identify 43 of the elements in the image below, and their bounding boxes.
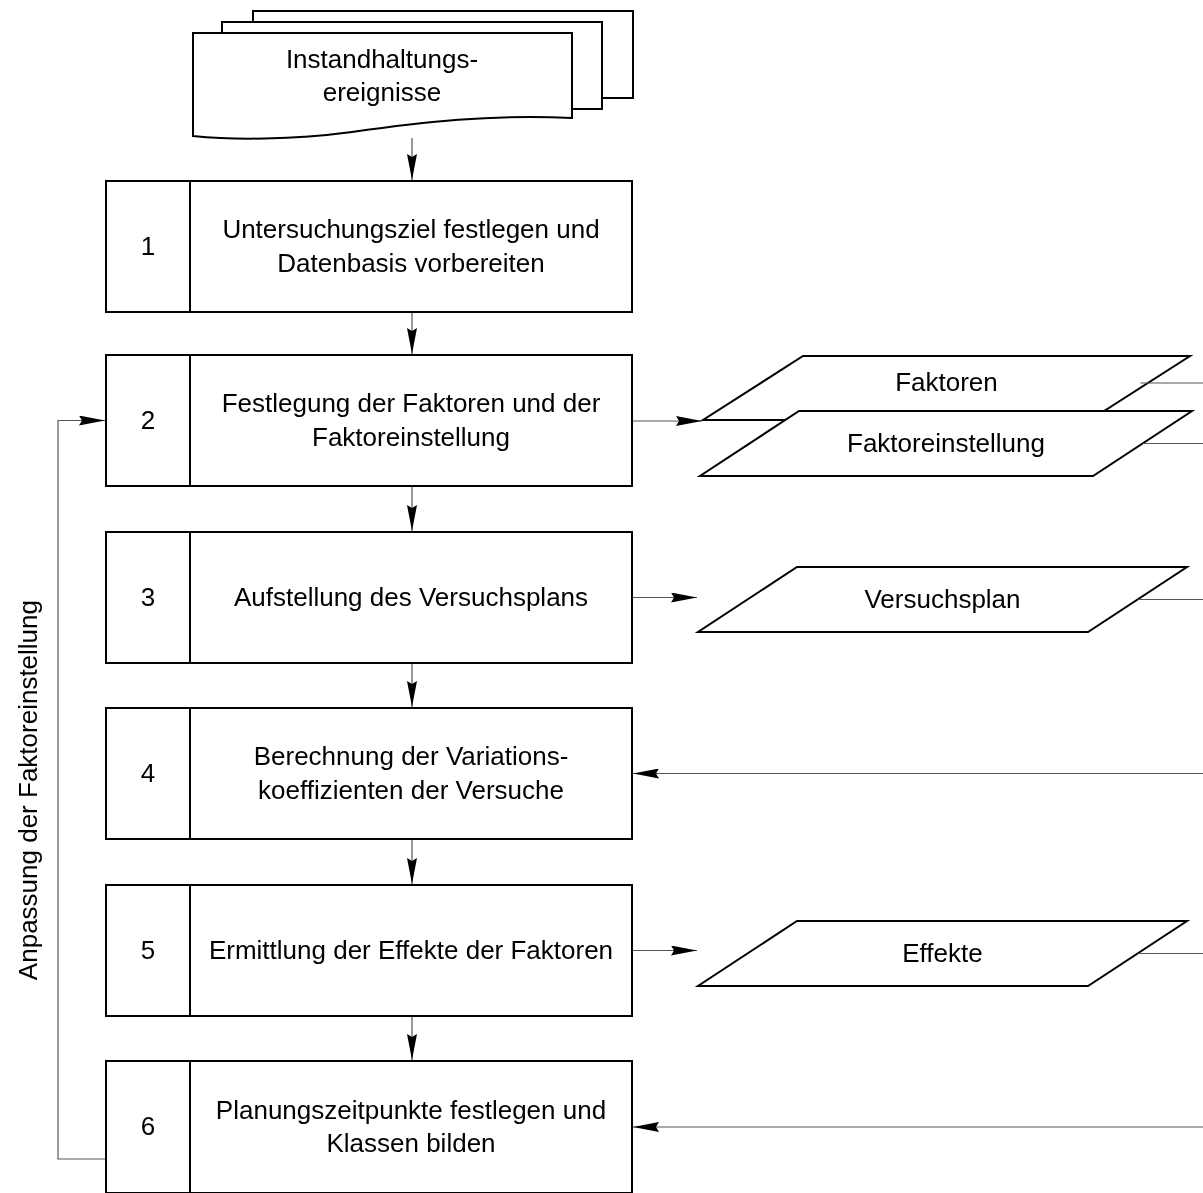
data-text: Effekte xyxy=(901,937,984,970)
step-number: 5 xyxy=(107,886,191,1015)
arrow xyxy=(407,486,417,532)
step-text: Festlegung der Faktoren und der Faktoreinstellung xyxy=(220,387,602,454)
process-box xyxy=(105,707,633,840)
data-text: Faktoreinstellung xyxy=(846,427,1046,460)
arrow xyxy=(407,839,417,885)
arrow xyxy=(407,1016,417,1061)
data-text: Faktoren xyxy=(894,366,999,400)
document-stack xyxy=(192,10,634,140)
step-text: Ermittlung der Effekte der Faktoren xyxy=(207,934,615,967)
step-text: Untersuchungsziel festlegen und Datenbasis vorbereiten xyxy=(221,213,601,280)
arrow xyxy=(407,663,417,708)
data-parallelogram xyxy=(699,410,1193,477)
arrow xyxy=(407,137,417,181)
connector-line xyxy=(1137,952,1203,955)
step-number: 3 xyxy=(107,533,191,662)
arrow xyxy=(407,312,417,355)
connector-line xyxy=(1139,382,1203,384)
step-number: 2 xyxy=(107,356,191,485)
data-text: Versuchsplan xyxy=(863,583,1022,616)
process-box xyxy=(105,884,633,1017)
step-number: 4 xyxy=(107,709,191,838)
step-number: 6 xyxy=(107,1062,191,1192)
step-text: Planungszeitpunkte festlegen und Klassen bilden xyxy=(214,1094,608,1160)
process-box xyxy=(105,531,633,664)
process-box xyxy=(105,180,633,313)
arrow xyxy=(632,592,698,603)
data-parallelogram xyxy=(697,920,1188,987)
step-text: Berechnung der Variations- koeffizienten der Versuche xyxy=(252,740,570,807)
arrow xyxy=(632,945,698,956)
process-box xyxy=(105,354,633,487)
data-parallelogram xyxy=(697,566,1188,633)
arrow xyxy=(632,1122,1203,1132)
connector-line xyxy=(1142,442,1203,445)
process-box xyxy=(105,1060,633,1193)
document-text: Instandhaltungs- ereignisse xyxy=(284,43,480,109)
arrow xyxy=(57,415,106,1160)
arrow xyxy=(632,768,1203,779)
step-text: Aufstellung des Versuchsplans xyxy=(232,581,590,614)
connector-line xyxy=(1137,598,1203,601)
arrow xyxy=(632,416,703,426)
step-number: 1 xyxy=(107,182,191,311)
